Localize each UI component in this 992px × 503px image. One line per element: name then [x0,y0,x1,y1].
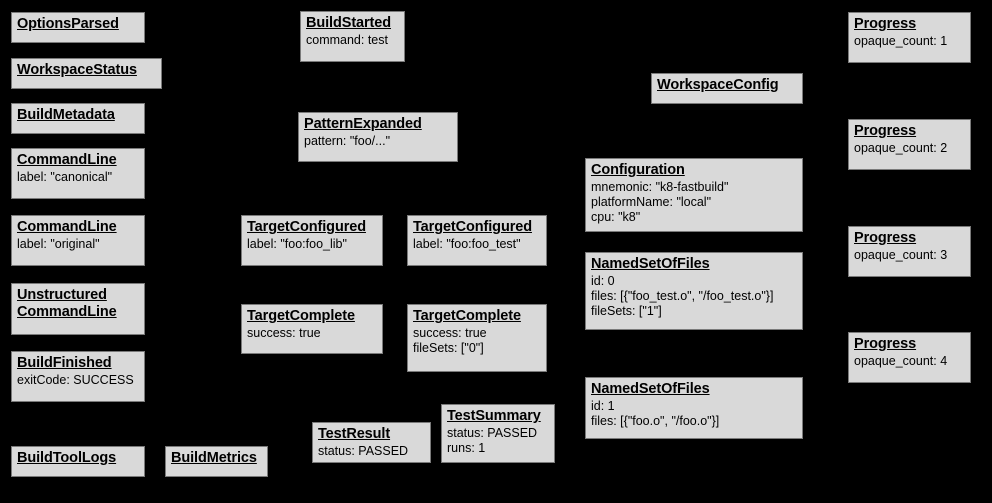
node-field: opaque_count: 3 [854,248,948,262]
node-fields: label: "foo:foo_test" [413,237,541,252]
node-title: BuildStarted [306,15,392,31]
node-field: files: [{"foo_test.o", "/foo_test.o"}] [591,289,774,303]
node-field: opaque_count: 4 [854,354,948,368]
node-target-complete-lib[interactable]: TargetComplete success: true [241,304,383,354]
node-progress-4[interactable]: Progress opaque_count: 4 [848,332,971,383]
node-fields: opaque_count: 4 [854,354,965,369]
node-fields: pattern: "foo/..." [304,134,452,149]
node-target-configured-test[interactable]: TargetConfigured label: "foo:foo_test" [407,215,547,266]
node-field: id: 0 [591,274,615,288]
node-progress-2[interactable]: Progress opaque_count: 2 [848,119,971,170]
node-field: fileSets: ["0"] [413,341,484,355]
node-title: Progress [854,16,917,32]
node-title: BuildMetrics [171,450,257,466]
node-build-started[interactable]: BuildStarted command: test [300,11,405,62]
node-title: TargetComplete [413,308,521,324]
node-fields: opaque_count: 1 [854,34,965,49]
node-build-tool-logs[interactable]: BuildToolLogs [11,446,145,477]
node-options-parsed[interactable]: OptionsParsed [11,12,145,43]
node-field: status: PASSED [318,444,409,458]
node-workspace-config[interactable]: WorkspaceConfig [651,73,803,104]
node-field: success: true [247,326,321,340]
node-title: Configuration [591,162,685,178]
node-progress-3[interactable]: Progress opaque_count: 3 [848,226,971,277]
node-title: CommandLine [17,152,117,168]
node-fields: exitCode: SUCCESS [17,373,139,388]
node-fields: opaque_count: 3 [854,248,965,263]
node-field: id: 1 [591,399,615,413]
node-progress-1[interactable]: Progress opaque_count: 1 [848,12,971,63]
node-title: OptionsParsed [17,16,119,32]
node-field: opaque_count: 2 [854,141,948,155]
node-title: PatternExpanded [304,116,422,132]
node-field: label: "foo:foo_lib" [247,237,347,251]
node-title: NamedSetOfFiles [591,381,710,397]
node-field: runs: 1 [447,441,486,455]
node-field: files: [{"foo.o", "/foo.o"}] [591,414,720,428]
node-field: success: true [413,326,487,340]
node-title: Progress [854,336,917,352]
node-title: TargetComplete [247,308,355,324]
node-field: label: "original" [17,237,100,251]
node-title: NamedSetOfFiles [591,256,710,272]
node-configuration[interactable]: Configuration mnemonic: "k8-fastbuild"pla… [585,158,803,232]
node-fields: label: "original" [17,237,139,252]
node-title: TargetConfigured [247,219,366,235]
node-title: WorkspaceStatus [17,62,137,78]
node-field: fileSets: ["1"] [591,304,662,318]
node-unstructured-command-line[interactable]: Unstructured CommandLine [11,283,145,335]
node-fields: label: "foo:foo_lib" [247,237,377,252]
node-field: command: test [306,33,388,47]
node-field: exitCode: SUCCESS [17,373,134,387]
node-title: TestSummary [447,408,541,424]
node-title: TargetConfigured [413,219,532,235]
node-pattern-expanded[interactable]: PatternExpanded pattern: "foo/..." [298,112,458,162]
node-title: Unstructured CommandLine [17,287,117,320]
node-command-line-canonical[interactable]: CommandLine label: "canonical" [11,148,145,199]
node-fields: label: "canonical" [17,170,139,185]
node-field: status: PASSED [447,426,538,440]
node-title: WorkspaceConfig [657,77,779,93]
node-field: opaque_count: 1 [854,34,948,48]
node-target-configured-lib[interactable]: TargetConfigured label: "foo:foo_lib" [241,215,383,266]
node-workspace-status[interactable]: WorkspaceStatus [11,58,162,89]
node-build-finished[interactable]: BuildFinished exitCode: SUCCESS [11,351,145,402]
node-title: Progress [854,230,917,246]
node-field: label: "foo:foo_test" [413,237,521,251]
node-field: mnemonic: "k8-fastbuild" [591,180,729,194]
node-title: TestResult [318,426,391,442]
node-field: label: "canonical" [17,170,113,184]
node-title: BuildMetadata [17,107,115,123]
node-title: BuildFinished [17,355,112,371]
node-test-result[interactable]: TestResult status: PASSED [312,422,431,463]
node-fields: success: true [247,326,377,341]
node-build-metadata[interactable]: BuildMetadata [11,103,145,134]
node-fields: mnemonic: "k8-fastbuild"platformName: "l… [591,180,797,225]
node-fields: command: test [306,33,399,48]
node-fields: status: PASSED [318,444,425,459]
node-title: Progress [854,123,917,139]
node-command-line-original[interactable]: CommandLine label: "original" [11,215,145,266]
node-field: platformName: "local" [591,195,712,209]
node-field: cpu: "k8" [591,210,641,224]
node-title: BuildToolLogs [17,450,117,466]
node-fields: opaque_count: 2 [854,141,965,156]
node-build-metrics[interactable]: BuildMetrics [165,446,268,477]
node-field: pattern: "foo/..." [304,134,391,148]
node-title: CommandLine [17,219,117,235]
